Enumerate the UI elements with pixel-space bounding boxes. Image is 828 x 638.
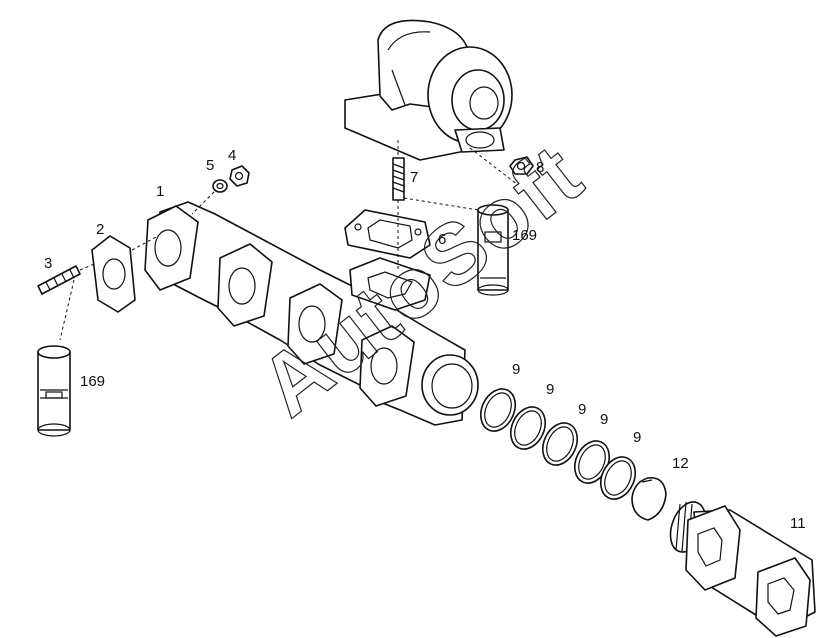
callout-9c: 9 xyxy=(578,401,586,418)
callout-169-left: 169 xyxy=(80,373,105,390)
nut-8 xyxy=(509,156,534,175)
callout-2: 2 xyxy=(96,221,104,238)
sealing-ring-9e xyxy=(599,456,637,500)
sleeve-169-left xyxy=(37,345,71,437)
sealing-ring-9a xyxy=(479,388,517,432)
stud-7 xyxy=(392,157,405,201)
turbocharger xyxy=(344,19,513,161)
callout-1: 1 xyxy=(156,183,164,200)
callout-3: 3 xyxy=(44,255,52,272)
callout-8: 8 xyxy=(536,159,544,176)
callout-7: 7 xyxy=(410,169,418,186)
sealing-ring-9c xyxy=(541,422,579,466)
nut-4 xyxy=(229,165,250,187)
callout-12: 12 xyxy=(672,455,689,472)
callout-4: 4 xyxy=(228,147,236,164)
circlip-12 xyxy=(631,477,667,521)
callout-11: 11 xyxy=(790,515,806,532)
gasket-6 xyxy=(344,209,431,259)
callout-9b: 9 xyxy=(546,381,554,398)
callout-6: 6 xyxy=(438,231,446,248)
callout-9d: 9 xyxy=(600,411,608,428)
callout-9a: 9 xyxy=(512,361,520,378)
gasket-2 xyxy=(91,235,136,313)
exhaust-pipe-11 xyxy=(669,501,816,637)
sleeve-169-right xyxy=(477,204,509,296)
callout-169-right: 169 xyxy=(512,227,537,244)
callout-5: 5 xyxy=(206,157,214,174)
washer-5 xyxy=(212,179,228,193)
sealing-ring-9d xyxy=(573,440,611,484)
callout-9e: 9 xyxy=(633,429,641,446)
sealing-ring-9b xyxy=(509,406,547,450)
stud-3 xyxy=(37,265,81,295)
exhaust-manifold-1 xyxy=(144,201,479,426)
